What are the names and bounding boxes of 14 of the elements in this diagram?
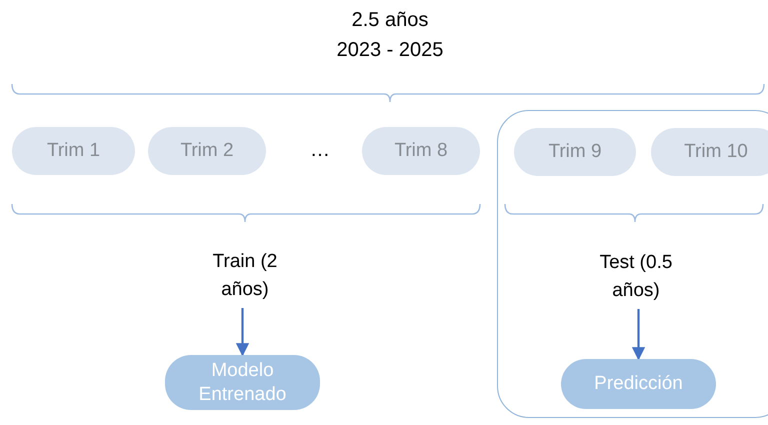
rounded-box: Trim 10 [651,128,768,176]
period-label: 2.5 años 2023 - 2025 [336,8,444,63]
phase-label: Train (2 años) [195,246,295,306]
rounded-box: Modelo Entrenado [165,355,320,410]
group-frame [497,110,768,418]
rounded-box: Trim 9 [514,128,636,176]
rounded-box: Trim 8 [362,127,480,175]
ellipsis: … [309,138,331,163]
rounded-box: Trim 1 [12,127,135,175]
rounded-box: Trim 2 [148,127,266,175]
arrow [632,309,646,360]
phase-label: Test (0.5 años) [581,247,691,307]
rounded-box: Predicción [561,359,716,409]
arrow [236,308,250,356]
